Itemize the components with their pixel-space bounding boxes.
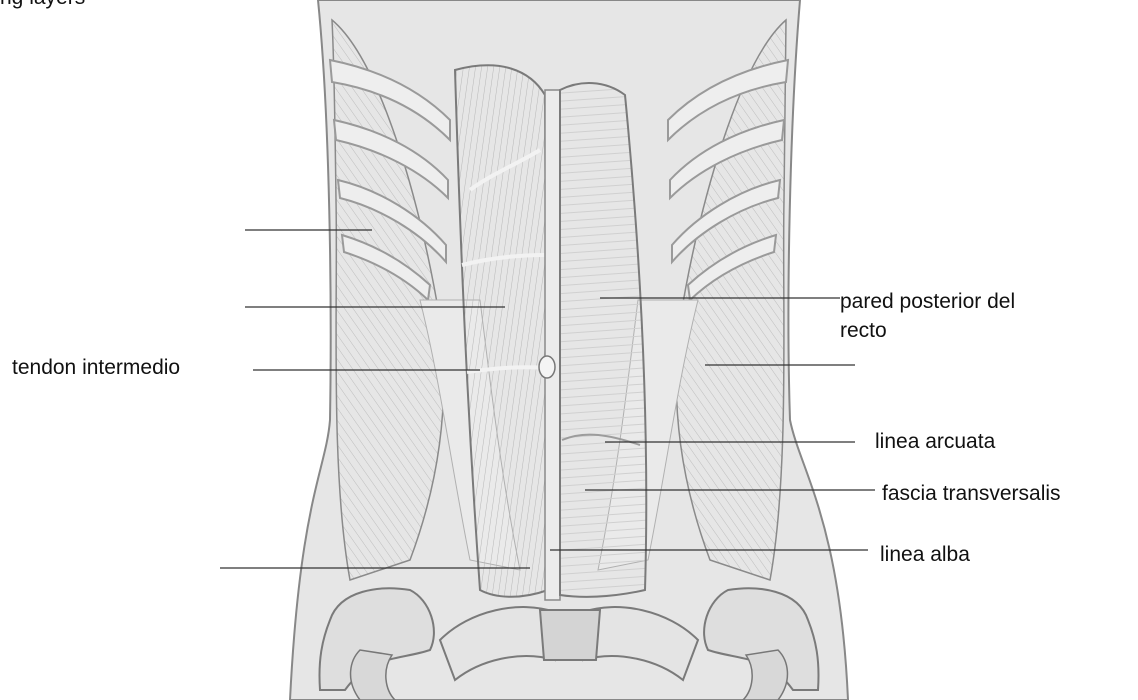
umbilicus bbox=[539, 356, 555, 378]
linea-alba-band bbox=[545, 90, 560, 600]
label-linea-alba: linea alba bbox=[880, 543, 970, 566]
label-tendon-intermedio: tendon intermedio bbox=[12, 356, 180, 379]
label-fascia-transversalis: fascia transversalis bbox=[882, 482, 1061, 505]
label-linea-arcuata: linea arcuata bbox=[875, 430, 995, 453]
label-pared-posterior-del-recto: pared posterior del recto bbox=[840, 287, 1015, 346]
